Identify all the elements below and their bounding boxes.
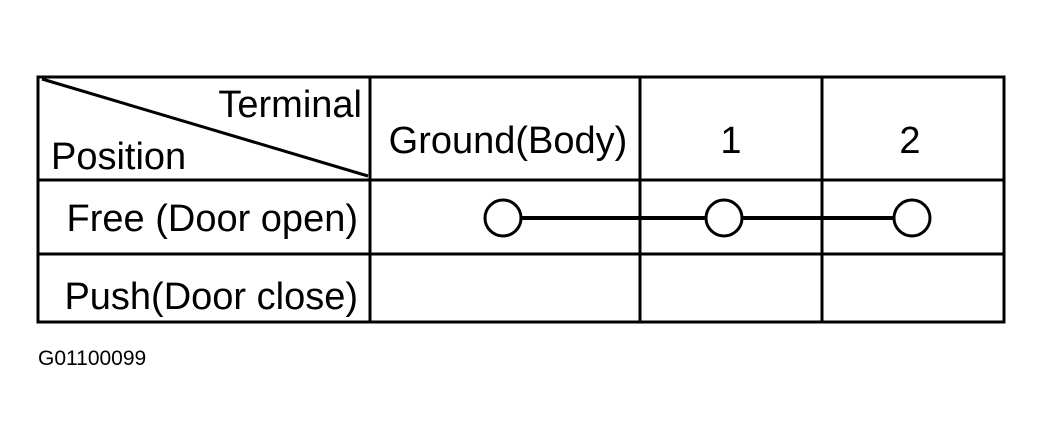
corner-row-header: Position: [51, 136, 186, 178]
continuity-marks: [483, 198, 932, 238]
row-label-push: Push(Door close): [64, 276, 358, 318]
column-header-terminal-1: 1: [720, 120, 741, 162]
table-border: [36, 75, 1006, 324]
corner-column-header: Terminal: [218, 84, 362, 126]
column-header-ground: Ground(Body): [389, 120, 628, 162]
figure-id: G01100099: [38, 347, 146, 370]
continuity-circle: [892, 198, 932, 238]
corner-diagonal: [41, 77, 369, 178]
row-label-free: Free (Door open): [67, 198, 358, 240]
column-header-terminal-2: 2: [899, 120, 920, 162]
continuity-circle: [704, 198, 744, 238]
continuity-circle: [483, 198, 523, 238]
